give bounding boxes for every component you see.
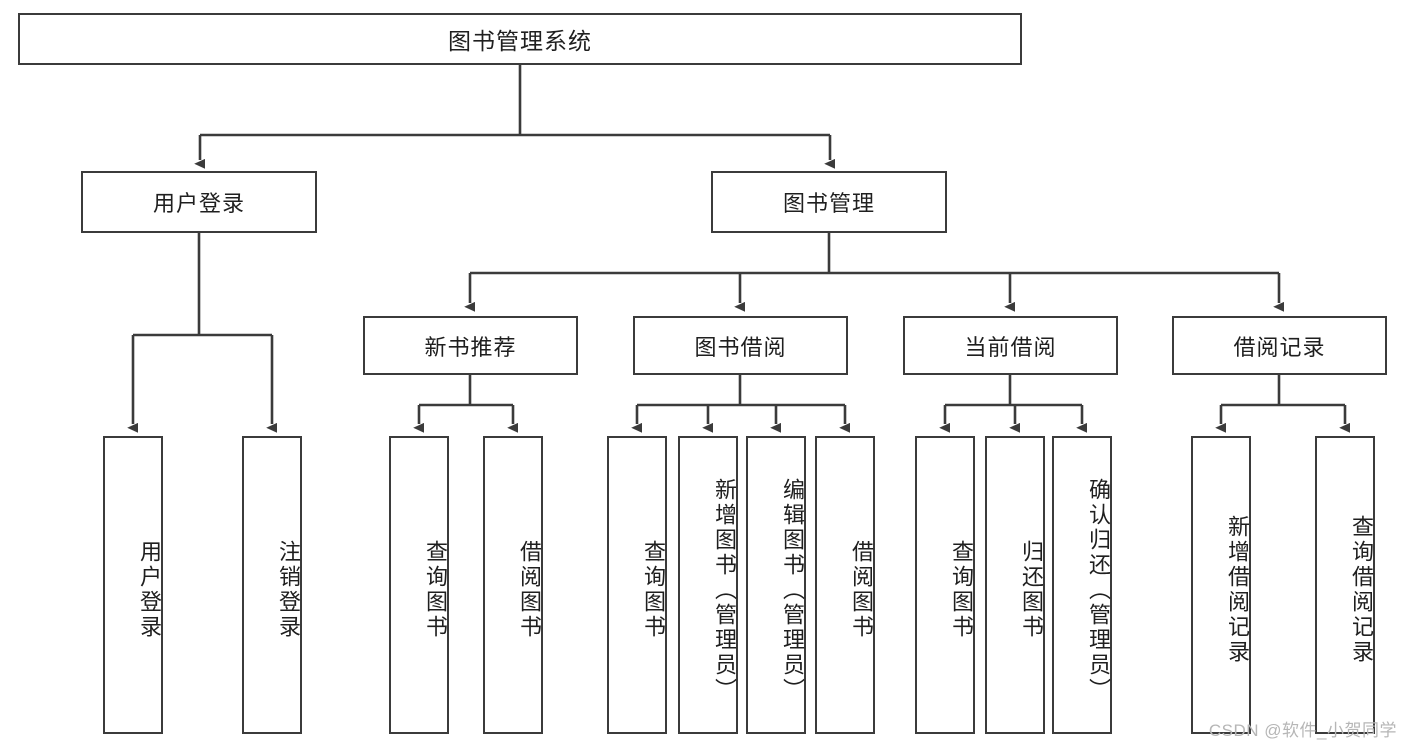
leaf-borrow-record-add[interactable]: 新增借阅记录	[1191, 436, 1251, 734]
leaf-current-borrow-query[interactable]: 查询图书	[915, 436, 975, 734]
leaf-book-borrow-query[interactable]: 查询图书	[607, 436, 667, 734]
node-borrow-record[interactable]: 借阅记录	[1172, 316, 1387, 375]
leaf-book-borrow-add-admin[interactable]: 新增图书（管理员）	[678, 436, 738, 734]
leaf-new-book-query[interactable]: 查询图书	[389, 436, 449, 734]
node-new-book-recommend[interactable]: 新书推荐	[363, 316, 578, 375]
leaf-book-borrow-edit-admin[interactable]: 编辑图书（管理员）	[746, 436, 806, 734]
node-current-borrow[interactable]: 当前借阅	[903, 316, 1118, 375]
leaf-user-login-signout[interactable]: 注销登录	[242, 436, 302, 734]
leaf-book-borrow-borrow[interactable]: 借阅图书	[815, 436, 875, 734]
node-user-login[interactable]: 用户登录	[81, 171, 317, 233]
leaf-current-borrow-confirm-admin[interactable]: 确认归还（管理员）	[1052, 436, 1112, 734]
node-book-management[interactable]: 图书管理	[711, 171, 947, 233]
leaf-new-book-borrow[interactable]: 借阅图书	[483, 436, 543, 734]
node-root-system[interactable]: 图书管理系统	[18, 13, 1022, 65]
leaf-user-login-signin[interactable]: 用户登录	[103, 436, 163, 734]
leaf-current-borrow-return[interactable]: 归还图书	[985, 436, 1045, 734]
node-book-borrow[interactable]: 图书借阅	[633, 316, 848, 375]
leaf-borrow-record-query[interactable]: 查询借阅记录	[1315, 436, 1375, 734]
watermark: CSDN @软件_小贺同学	[1208, 721, 1397, 740]
